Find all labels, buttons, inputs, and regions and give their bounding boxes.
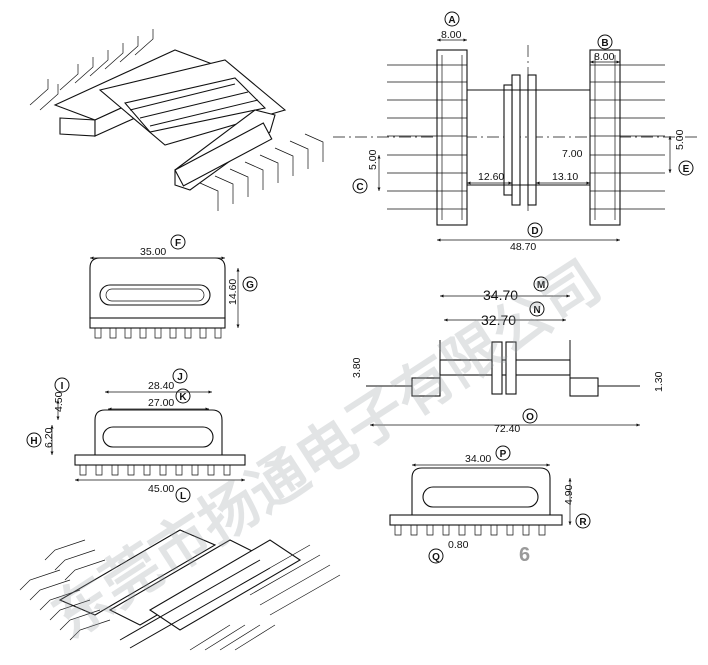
svg-text:O: O	[526, 412, 534, 423]
marker-q: Q	[428, 548, 444, 564]
marker-g: G	[242, 276, 258, 292]
dim-j-value: 28.40	[148, 380, 174, 392]
dim-inner-right-value: 13.10	[552, 171, 578, 183]
side-view-mno: 34.70 32.70 72.40 3.80 1.30	[351, 287, 665, 435]
marker-c: C	[352, 178, 368, 194]
marker-e: E	[678, 160, 694, 176]
dim-m-value: 34.70	[483, 287, 518, 303]
dim-side-left-value: 3.80	[351, 357, 363, 378]
svg-text:L: L	[180, 491, 186, 502]
dim-d-value: 48.70	[510, 241, 536, 253]
marker-j: J	[172, 368, 188, 384]
svg-text:K: K	[179, 392, 187, 403]
dim-right-pitch-value: 5.00	[674, 129, 686, 150]
dim-side-right-value: 1.30	[653, 371, 665, 392]
svg-text:A: A	[448, 15, 455, 26]
front-view: 8.00 8.00 48.70 12.60 13.10 7.00 5.00 5.…	[333, 29, 700, 253]
marker-i: I	[54, 377, 70, 393]
marker-h: H	[26, 432, 42, 448]
dim-c-value: 5.00	[367, 149, 379, 170]
dim-n-value: 32.70	[481, 312, 516, 328]
svg-text:Q: Q	[432, 552, 440, 563]
dim-h-value: 6.20	[43, 427, 55, 448]
svg-text:I: I	[61, 381, 64, 392]
page-number: 6	[519, 544, 530, 566]
front-view-hijkl: 28.40 27.00 45.00 4.50 6.20	[43, 380, 246, 495]
marker-p: P	[495, 445, 511, 461]
svg-text:D: D	[531, 226, 538, 237]
svg-text:N: N	[533, 305, 540, 316]
marker-b: B	[597, 34, 613, 50]
marker-r: R	[575, 513, 591, 529]
isometric-bottom-view	[19, 529, 341, 651]
dim-g-value: 14.60	[227, 279, 239, 305]
dim-o-value: 72.40	[494, 423, 520, 435]
svg-text:F: F	[175, 238, 181, 249]
side-view-fg: 35.00 14.60	[89, 246, 240, 339]
svg-text:G: G	[246, 280, 254, 291]
svg-text:P: P	[500, 449, 507, 460]
marker-k: K	[175, 388, 191, 404]
marker-n: N	[529, 301, 545, 317]
dim-b-value: 8.00	[594, 51, 615, 63]
marker-o: O	[522, 408, 538, 424]
svg-text:B: B	[601, 38, 608, 49]
dim-l-value: 45.00	[148, 483, 174, 495]
dim-f-value: 35.00	[140, 246, 166, 258]
dim-a-value: 8.00	[441, 29, 462, 41]
svg-text:M: M	[537, 280, 545, 291]
marker-m: M	[533, 276, 549, 292]
dim-inner-left-value: 12.60	[478, 171, 504, 183]
dim-inner-top-value: 7.00	[562, 148, 583, 160]
dim-k-value: 27.00	[148, 397, 174, 409]
svg-text:J: J	[177, 372, 183, 383]
marker-f: F	[170, 234, 186, 250]
svg-text:R: R	[579, 517, 587, 528]
letter-markers: A B C D E F G H I J K L M N O P Q R	[26, 11, 694, 564]
dim-p-value: 34.00	[465, 453, 491, 465]
svg-text:C: C	[356, 182, 363, 193]
dim-r-value: 4.90	[563, 484, 575, 505]
marker-l: L	[175, 487, 191, 503]
isometric-top-view	[29, 29, 324, 211]
dim-i-value: 4.50	[53, 391, 65, 412]
svg-text:E: E	[683, 164, 690, 175]
svg-text:H: H	[30, 436, 37, 447]
marker-d: D	[527, 222, 543, 238]
dim-q-value: 0.80	[448, 539, 469, 551]
front-view-pqr: 34.00 4.90 0.80	[389, 453, 575, 551]
marker-a: A	[444, 11, 460, 27]
